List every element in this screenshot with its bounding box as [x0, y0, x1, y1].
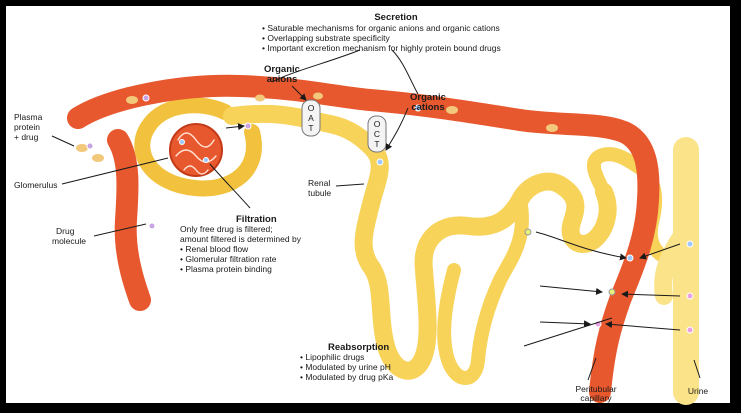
drug-molecule-dot [687, 241, 693, 247]
drug-molecule-dot [687, 293, 693, 299]
reabsorption-bullet-2: • Modulated by urine pH [300, 362, 391, 372]
reabsorption-bullet-1: • Lipophilic drugs [300, 352, 364, 362]
oat-letter-a: A [308, 113, 314, 123]
svg-text:Plasma: Plasma [14, 112, 43, 122]
drug-molecule-dot [627, 255, 633, 261]
oct-letter-o: O [374, 119, 381, 129]
drug-molecule-dot [609, 289, 615, 295]
drug-molecule-dot [149, 223, 155, 229]
urine-label: Urine [688, 386, 709, 396]
peritubular-capillary-label: Peritubular capillary [575, 384, 616, 403]
protein-blob [255, 95, 265, 102]
glomerulus-label: Glomerulus [14, 180, 57, 190]
svg-text:anions: anions [267, 74, 298, 85]
reabsorption-bullet-3: • Modulated by drug pKa [300, 372, 394, 382]
oct-letter-c: C [374, 129, 380, 139]
oat-letter-t: T [308, 123, 313, 133]
filtration-line-1: Only free drug is filtered; [180, 224, 273, 234]
protein-blob [313, 93, 323, 100]
drug-molecule-dot [143, 95, 149, 101]
secretion-bullet-2: • Overlapping substrate specificity [262, 33, 390, 43]
drug-molecule-dot [525, 229, 531, 235]
plasma-protein-label: Plasma protein + drug [14, 112, 43, 142]
filtration-line-3: • Renal blood flow [180, 244, 249, 254]
svg-text:molecule: molecule [52, 236, 86, 246]
svg-text:Drug: Drug [56, 226, 75, 236]
filtration-line-4: • Glomerular filtration rate [180, 254, 277, 264]
svg-text:tubule: tubule [308, 188, 331, 198]
secretion-bullet-1: • Saturable mechanisms for organic anion… [262, 23, 500, 33]
protein-blob [126, 96, 138, 104]
protein-blob [76, 144, 88, 152]
protein-blob [92, 154, 104, 162]
efferent-arteriole [118, 140, 140, 300]
drug-molecule-dot [87, 143, 93, 149]
protein-blob [446, 106, 458, 114]
svg-text:capillary: capillary [580, 393, 612, 403]
svg-text:Renal: Renal [308, 178, 330, 188]
filtration-line-2: amount filtered is determined by [180, 234, 302, 244]
oct-letter-t: T [374, 139, 379, 149]
svg-text:+ drug: + drug [14, 132, 39, 142]
secretion-title: Secretion [374, 12, 417, 23]
organic-cations-label: Organic cations [410, 92, 446, 113]
drug-molecule-dot [204, 158, 209, 163]
oct-transporter: O C T [368, 116, 386, 152]
drug-molecule-dot [180, 140, 185, 145]
drug-molecule-dot [377, 159, 383, 165]
secretion-bullet-3: • Important excretion mechanism for high… [262, 43, 501, 53]
renal-tubule-label: Renal tubule [308, 178, 331, 198]
svg-text:protein: protein [14, 122, 40, 132]
oat-letter-o: O [308, 103, 315, 113]
protein-blob [546, 124, 558, 132]
oat-transporter: O A T [302, 100, 320, 136]
organic-anions-label: Organic anions [264, 64, 300, 85]
drug-molecule-dot [687, 327, 693, 333]
drug-molecule-dot [245, 123, 251, 129]
filtration-line-5: • Plasma protein binding [180, 264, 272, 274]
svg-text:cations: cations [411, 102, 444, 113]
